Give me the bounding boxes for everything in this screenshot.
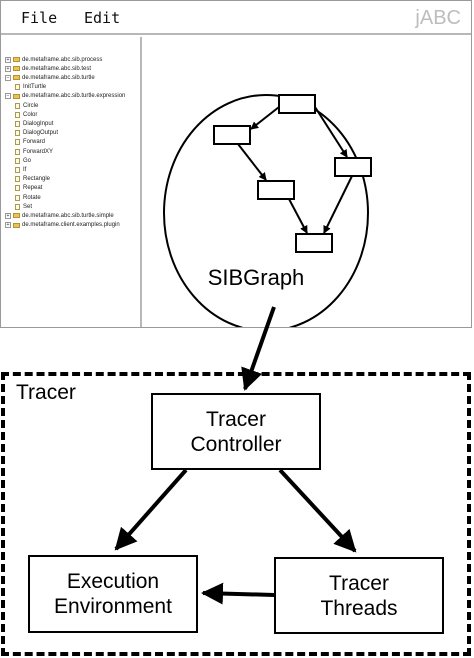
tree-item-package[interactable]: + de.metaframe.client.examples.plugin bbox=[5, 221, 120, 230]
tree-item-label: Forward bbox=[23, 139, 46, 146]
tree-item-sib[interactable]: Color bbox=[15, 110, 37, 119]
sib-icon bbox=[15, 157, 20, 164]
expand-icon[interactable]: + bbox=[5, 65, 11, 72]
tree-item-label: de.metaframe.client.examples.plugin bbox=[22, 222, 120, 229]
graph-node[interactable] bbox=[213, 125, 251, 145]
sib-icon bbox=[15, 148, 20, 155]
tree-item-sib[interactable]: DialogOutput bbox=[15, 129, 58, 138]
sib-icon bbox=[15, 130, 20, 137]
graph-node[interactable] bbox=[295, 233, 333, 253]
tree-item-label: de.metaframe.abc.sib.test bbox=[22, 65, 92, 72]
sib-icon bbox=[15, 111, 20, 118]
tree-item-label: de.metaframe.abc.sib.turtle bbox=[22, 74, 95, 81]
graph-node[interactable] bbox=[334, 157, 372, 177]
sib-icon bbox=[15, 102, 20, 109]
arrow-controller-to-environment bbox=[114, 468, 188, 551]
graph-node[interactable] bbox=[278, 94, 316, 114]
tracer-controller-line2: Controller bbox=[190, 432, 282, 456]
tree-item-package[interactable]: − de.metaframe.abc.sib.turtle.expression bbox=[5, 92, 125, 101]
expand-icon[interactable]: + bbox=[5, 212, 11, 219]
tree-item-label: InitTurtle bbox=[23, 84, 47, 91]
tree-item-label: ForwardXY bbox=[23, 148, 54, 155]
file-menu[interactable]: File bbox=[21, 9, 58, 27]
tree-item-label: Circle bbox=[23, 102, 39, 109]
graph-edge bbox=[237, 143, 267, 181]
tree-item-sib[interactable]: DialogInput bbox=[15, 119, 53, 128]
tree-item-label: Rectangle bbox=[23, 176, 51, 183]
tree-item-label: If bbox=[23, 166, 27, 173]
folder-icon bbox=[13, 93, 20, 99]
expand-icon[interactable]: + bbox=[5, 222, 11, 229]
app-brand: jABC bbox=[415, 7, 461, 29]
tracer-threads-line2: Threads bbox=[320, 596, 398, 620]
tree-item-package[interactable]: − de.metaframe.abc.sib.turtle bbox=[5, 73, 95, 82]
sib-icon bbox=[15, 139, 20, 146]
graph-edge bbox=[323, 175, 353, 234]
tree-item-label: Repeat bbox=[23, 185, 43, 192]
tracer-threads-line1: Tracer bbox=[329, 571, 389, 595]
sib-icon bbox=[15, 194, 20, 201]
sib-icon bbox=[15, 120, 20, 127]
sib-icon bbox=[15, 166, 20, 173]
execution-environment-line2: Environment bbox=[54, 595, 172, 618]
folder-icon bbox=[13, 57, 20, 62]
tree-item-label: de.metaframe.abc.sib.turtle.simple bbox=[22, 212, 114, 219]
tracer-controller-line1: Tracer bbox=[206, 407, 266, 431]
tree-item-sib[interactable]: Rotate bbox=[15, 193, 41, 202]
tree-item-label: Go bbox=[23, 157, 32, 164]
arrow-threads-to-environment bbox=[201, 582, 275, 605]
collapse-icon[interactable]: − bbox=[5, 74, 11, 81]
tree-item-package[interactable]: + de.metaframe.abc.sib.process bbox=[5, 55, 102, 64]
graph-edge bbox=[250, 106, 280, 130]
app-window: File Edit jABC + de.metaframe.abc.sib.pro… bbox=[0, 0, 472, 332]
graph-node[interactable] bbox=[257, 180, 295, 200]
tree-item-sib[interactable]: Rectangle bbox=[15, 175, 50, 184]
tree-item-sib[interactable]: Set bbox=[15, 202, 32, 211]
collapse-icon[interactable]: − bbox=[5, 93, 11, 100]
sib-icon bbox=[15, 84, 20, 91]
tracer-label: Tracer bbox=[16, 381, 76, 404]
tree-item-sib[interactable]: Repeat bbox=[15, 184, 42, 193]
tree-item-sib[interactable]: Circle bbox=[15, 101, 38, 110]
tree-item-label: DialogInput bbox=[23, 120, 54, 127]
folder-icon bbox=[13, 75, 20, 81]
tree-item-sib[interactable]: If bbox=[15, 165, 26, 174]
expand-icon[interactable]: + bbox=[5, 56, 11, 63]
graph-panel: SIBGraph bbox=[144, 37, 471, 332]
graph-edge bbox=[288, 198, 308, 234]
arrow-controller-to-threads bbox=[278, 468, 357, 553]
sib-tree-panel: + de.metaframe.abc.sib.process + de.metafra… bbox=[1, 37, 142, 327]
sib-icon bbox=[15, 185, 20, 192]
sib-icon bbox=[15, 203, 20, 210]
tree-item-sib[interactable]: ForwardXY bbox=[15, 147, 53, 156]
edit-menu[interactable]: Edit bbox=[84, 9, 121, 27]
tree-item-label: Set bbox=[23, 203, 33, 210]
tree-item-package[interactable]: + de.metaframe.abc.sib.turtle.simple bbox=[5, 211, 114, 220]
tree-item-label: de.metaframe.abc.sib.process bbox=[22, 56, 103, 63]
sib-graph-canvas: SIBGraph bbox=[163, 94, 372, 332]
menu-bar: File Edit jABC bbox=[1, 1, 471, 35]
tracer-threads-box: Tracer Threads bbox=[274, 557, 444, 634]
graph-edge bbox=[314, 106, 348, 158]
tree-item-sib[interactable]: Forward bbox=[15, 138, 45, 147]
tree-item-label: Color bbox=[23, 111, 38, 118]
tree-item-label: DialogOutput bbox=[23, 130, 59, 137]
execution-environment-box: Execution Environment bbox=[28, 555, 198, 633]
tree-item-label: de.metaframe.abc.sib.turtle.expression bbox=[22, 93, 126, 100]
execution-environment-line1: Execution bbox=[66, 570, 160, 593]
tree-item-package[interactable]: + de.metaframe.abc.sib.test bbox=[5, 64, 91, 73]
folder-icon bbox=[13, 222, 20, 228]
tree-item-label: Rotate bbox=[23, 194, 41, 201]
tree-item-sib[interactable]: InitTurtle bbox=[15, 83, 46, 92]
sib-icon bbox=[15, 176, 20, 183]
folder-icon bbox=[13, 213, 20, 219]
folder-icon bbox=[13, 66, 20, 72]
arrow-graph-to-controller bbox=[241, 306, 276, 391]
sib-graph-label: SIBGraph bbox=[208, 265, 305, 290]
tracer-boundary bbox=[1, 372, 471, 656]
tracer-controller-box: Tracer Controller bbox=[151, 393, 321, 470]
tree-item-sib[interactable]: Go bbox=[15, 156, 31, 165]
